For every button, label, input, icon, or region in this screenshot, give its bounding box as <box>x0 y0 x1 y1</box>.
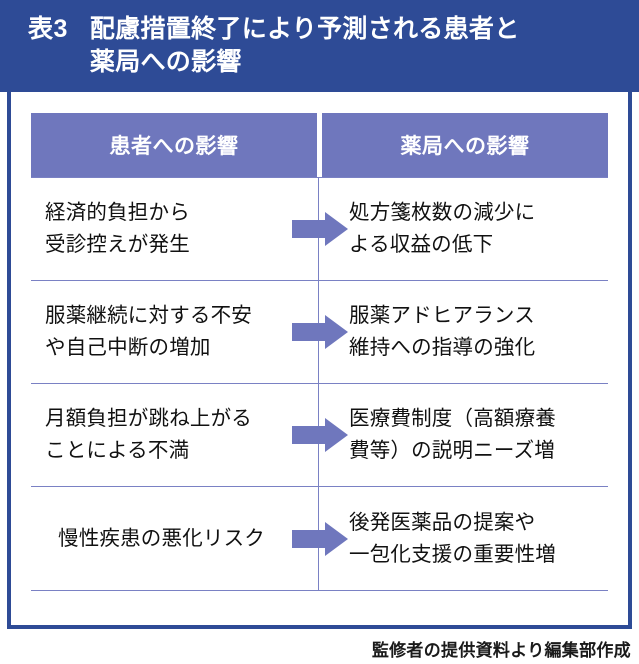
cell-line: 慢性疾患の悪化リスク <box>58 526 265 550</box>
cell-patient-impact: 服薬継続に対する不安 や自己中断の増加 <box>31 281 319 383</box>
table-row: 慢性疾患の悪化リスク 後発医薬品の提案や 一包化支援の重要性増 <box>31 487 608 590</box>
cell-line: 受診控えが発生 <box>45 233 190 256</box>
table-row: 経済的負担から 受診控えが発生 処方箋枚数の減少に よる収益の低下 <box>31 178 608 281</box>
cell-pharmacy-impact: 医療費制度（高額療養 費等）の説明ニーズ増 <box>319 384 608 486</box>
cell-line: 後発医薬品の提案や <box>349 510 536 534</box>
figure-title-bar: 表3 配慮措置終了により予測される患者と薬局への影響 <box>0 0 639 92</box>
cell-line: 経済的負担から <box>45 201 190 224</box>
column-header-pharmacy-impact: 薬局への影響 <box>322 113 608 177</box>
cell-line: 月額負担が跳ね上がる <box>45 407 252 430</box>
table-body: 経済的負担から 受診控えが発生 処方箋枚数の減少に よる収益の低下 服薬継続に対… <box>31 177 608 591</box>
cell-line: よる収益の低下 <box>349 233 494 256</box>
cell-patient-impact: 慢性疾患の悪化リスク <box>31 487 319 590</box>
header-column-divider <box>317 113 322 177</box>
figure-title: 表3 配慮措置終了により予測される患者と薬局への影響 <box>28 13 623 79</box>
cell-line: 服薬アドヒアランス <box>349 304 535 327</box>
figure-title-text: 配慮措置終了により予測される患者と薬局への影響 <box>89 15 520 76</box>
cell-line: 処方箋枚数の減少に <box>349 201 536 224</box>
source-credit: 監修者の提供資料より編集部作成 <box>371 641 631 660</box>
cell-patient-impact: 経済的負担から 受診控えが発生 <box>31 178 319 280</box>
cell-line: 費等）の説明ニーズ増 <box>349 439 555 462</box>
table-row: 月額負担が跳ね上がる ことによる不満 医療費制度（高額療養 費等）の説明ニーズ増 <box>31 384 608 487</box>
cell-patient-impact: 月額負担が跳ね上がる ことによる不満 <box>31 384 319 486</box>
figure-title-number: 表3 <box>28 15 68 43</box>
cell-line: 医療費制度（高額療養 <box>349 407 556 430</box>
cell-line: 一包化支援の重要性増 <box>349 542 556 566</box>
cell-line: や自己中断の増加 <box>45 336 211 359</box>
column-header-patient-impact: 患者への影響 <box>31 113 317 177</box>
cell-pharmacy-impact: 後発医薬品の提案や 一包化支援の重要性増 <box>319 487 608 590</box>
cell-line: 維持への指導の強化 <box>349 336 536 359</box>
cell-line: 服薬継続に対する不安 <box>45 304 252 327</box>
table-row: 服薬継続に対する不安 や自己中断の増加 服薬アドヒアランス 維持への指導の強化 <box>31 281 608 384</box>
cell-line: ことによる不満 <box>45 439 190 462</box>
cell-pharmacy-impact: 処方箋枚数の減少に よる収益の低下 <box>319 178 608 280</box>
impact-table: 患者への影響 薬局への影響 経済的負担から 受診控えが発生 処方箋枚数の減少に … <box>31 113 608 602</box>
cell-pharmacy-impact: 服薬アドヒアランス 維持への指導の強化 <box>319 281 608 383</box>
table-header-row: 患者への影響 薬局への影響 <box>31 113 608 177</box>
